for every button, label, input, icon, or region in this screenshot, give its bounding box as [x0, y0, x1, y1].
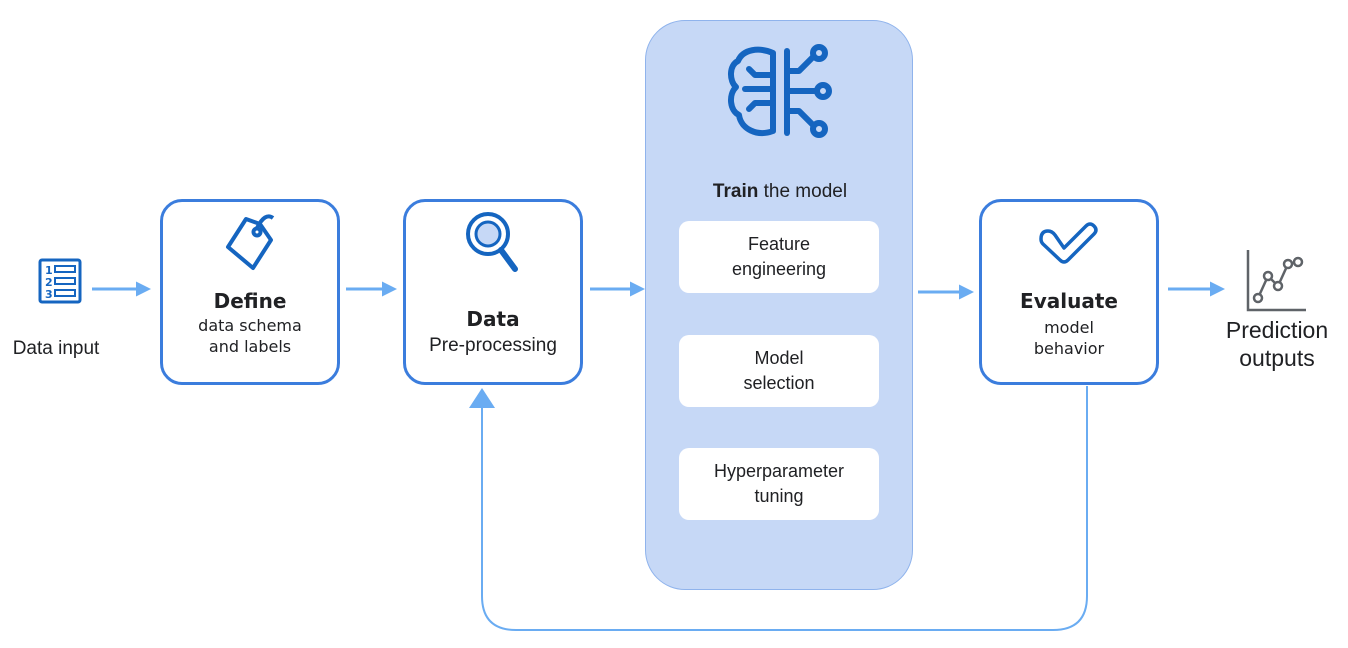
define-step: Define data schema and labels: [160, 199, 340, 385]
train-title-rest: the model: [758, 181, 848, 202]
preprocess-subtitle: Pre-processing: [429, 335, 557, 356]
brain-circuit-icon: [728, 44, 832, 138]
feedback-loop-line: [481, 386, 1088, 631]
define-line-2: and labels: [208, 337, 292, 356]
prediction-outputs-line-1: Prediction: [1225, 317, 1329, 343]
define-title: Define: [213, 289, 287, 313]
define-line-1: data schema: [198, 316, 302, 335]
substep-line-1: Model: [754, 348, 804, 368]
prediction-outputs-label: Prediction outputs: [1208, 316, 1346, 372]
train-title: Train the model: [646, 181, 914, 203]
checkmark-icon: [1039, 222, 1098, 264]
evaluate-line-1: model: [1044, 318, 1094, 337]
feature-engineering-step: Feature engineering: [679, 221, 879, 293]
feedback-loop-arrowhead: [469, 388, 495, 408]
train-title-bold: Train: [712, 181, 759, 202]
evaluate-line-2: behavior: [1033, 339, 1105, 358]
svg-text:2: 2: [45, 276, 53, 289]
prediction-outputs-node: Prediction outputs: [1208, 244, 1346, 378]
substep-line-1: Hyperparameter: [713, 461, 845, 481]
substep-line-2: tuning: [754, 486, 804, 506]
line-chart-icon: [1246, 250, 1306, 312]
preprocess-title: Data: [466, 307, 520, 331]
prediction-outputs-line-2: outputs: [1239, 345, 1315, 371]
hyperparameter-tuning-step: Hyperparameter tuning: [679, 448, 879, 520]
numbered-list-icon: 1 2 3: [38, 258, 82, 304]
substep-line-2: engineering: [731, 259, 827, 279]
svg-text:3: 3: [45, 288, 53, 301]
preprocess-step: Data Pre-processing: [403, 199, 583, 385]
substep-line-2: selection: [743, 373, 815, 393]
evaluate-title: Evaluate: [1020, 289, 1118, 313]
data-input-node: 1 2 3 Data input: [0, 250, 115, 370]
evaluate-step: Evaluate model behavior: [979, 199, 1159, 385]
substep-line-1: Feature: [747, 234, 811, 254]
model-selection-step: Model selection: [679, 335, 879, 407]
tag-icon: [226, 214, 275, 270]
magnifier-icon: [466, 212, 518, 272]
svg-text:1: 1: [45, 264, 53, 277]
train-model-panel: Train the model Feature engineering Model…: [645, 20, 913, 590]
data-input-label: Data input: [12, 338, 100, 359]
